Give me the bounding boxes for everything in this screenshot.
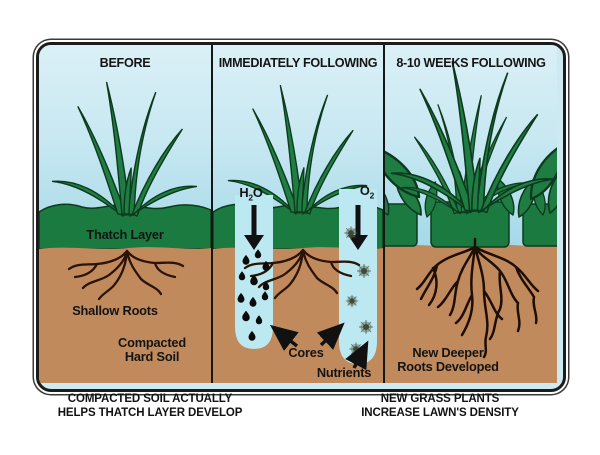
immediately-following-scene-illustration [213, 84, 383, 383]
panel-8-10-weeks-following: 8-10 WEEKS FOLLOWING New Deeper Roots De… [385, 45, 557, 383]
thatch-layer-label: Thatch Layer [86, 227, 164, 242]
panel-immediately-following: IMMEDIATELY FOLLOWING H2O O2 Cores Nutri… [213, 45, 383, 383]
label-pointer-arrows [269, 322, 369, 371]
o2-label: O2 [359, 183, 375, 201]
o2-down-arrow-icon [348, 205, 368, 250]
panel-title-immediately-following: IMMEDIATELY FOLLOWING [218, 56, 378, 70]
core-hole-left [235, 195, 273, 349]
panel-divider [383, 45, 385, 383]
h2o-down-arrow-icon [244, 205, 264, 250]
panel-before: BEFORE Thatch Layer Shallow Roots Compac… [39, 45, 211, 383]
grass-plant [51, 81, 198, 217]
caption-left-line1: COMPACTED SOIL ACTUALLY [67, 393, 233, 405]
caption-left-line2: HELPS THATCH LAYER DEVELOP [57, 407, 243, 419]
before-scene-illustration [39, 81, 211, 383]
caption-right-line1: NEW GRASS PLANTS [380, 393, 500, 405]
nutrients-label: Nutrients [316, 365, 372, 380]
weeks-following-scene-illustration [385, 60, 557, 383]
h2o-label: H2O [239, 185, 263, 203]
soil-shape [39, 247, 211, 383]
new-deeper-line2: Roots Developed [397, 359, 499, 374]
caption-new-grass: NEW GRASS PLANTS INCREASE LAWN'S DENSITY [320, 392, 560, 420]
shallow-roots-label: Shallow Roots [72, 303, 158, 318]
panel-title-weeks-following: 8-10 WEEKS FOLLOWING [396, 56, 546, 70]
panel-divider [211, 45, 213, 383]
compacted-hard-soil-label: Compacted Hard Soil [95, 336, 209, 364]
cores-label: Cores [288, 345, 324, 360]
caption-compacted-soil: COMPACTED SOIL ACTUALLY HELPS THATCH LAY… [30, 392, 270, 420]
panel-title-before: BEFORE [99, 56, 151, 70]
caption-right-line2: INCREASE LAWN'S DENSITY [361, 407, 519, 419]
compacted-line1: Compacted [118, 335, 186, 350]
compacted-line2: Hard Soil [124, 349, 180, 364]
new-deeper-roots-label: New Deeper Roots Developed [385, 346, 511, 374]
new-deeper-line1: New Deeper [412, 345, 484, 360]
diagram-frame: BEFORE Thatch Layer Shallow Roots Compac… [36, 42, 566, 392]
